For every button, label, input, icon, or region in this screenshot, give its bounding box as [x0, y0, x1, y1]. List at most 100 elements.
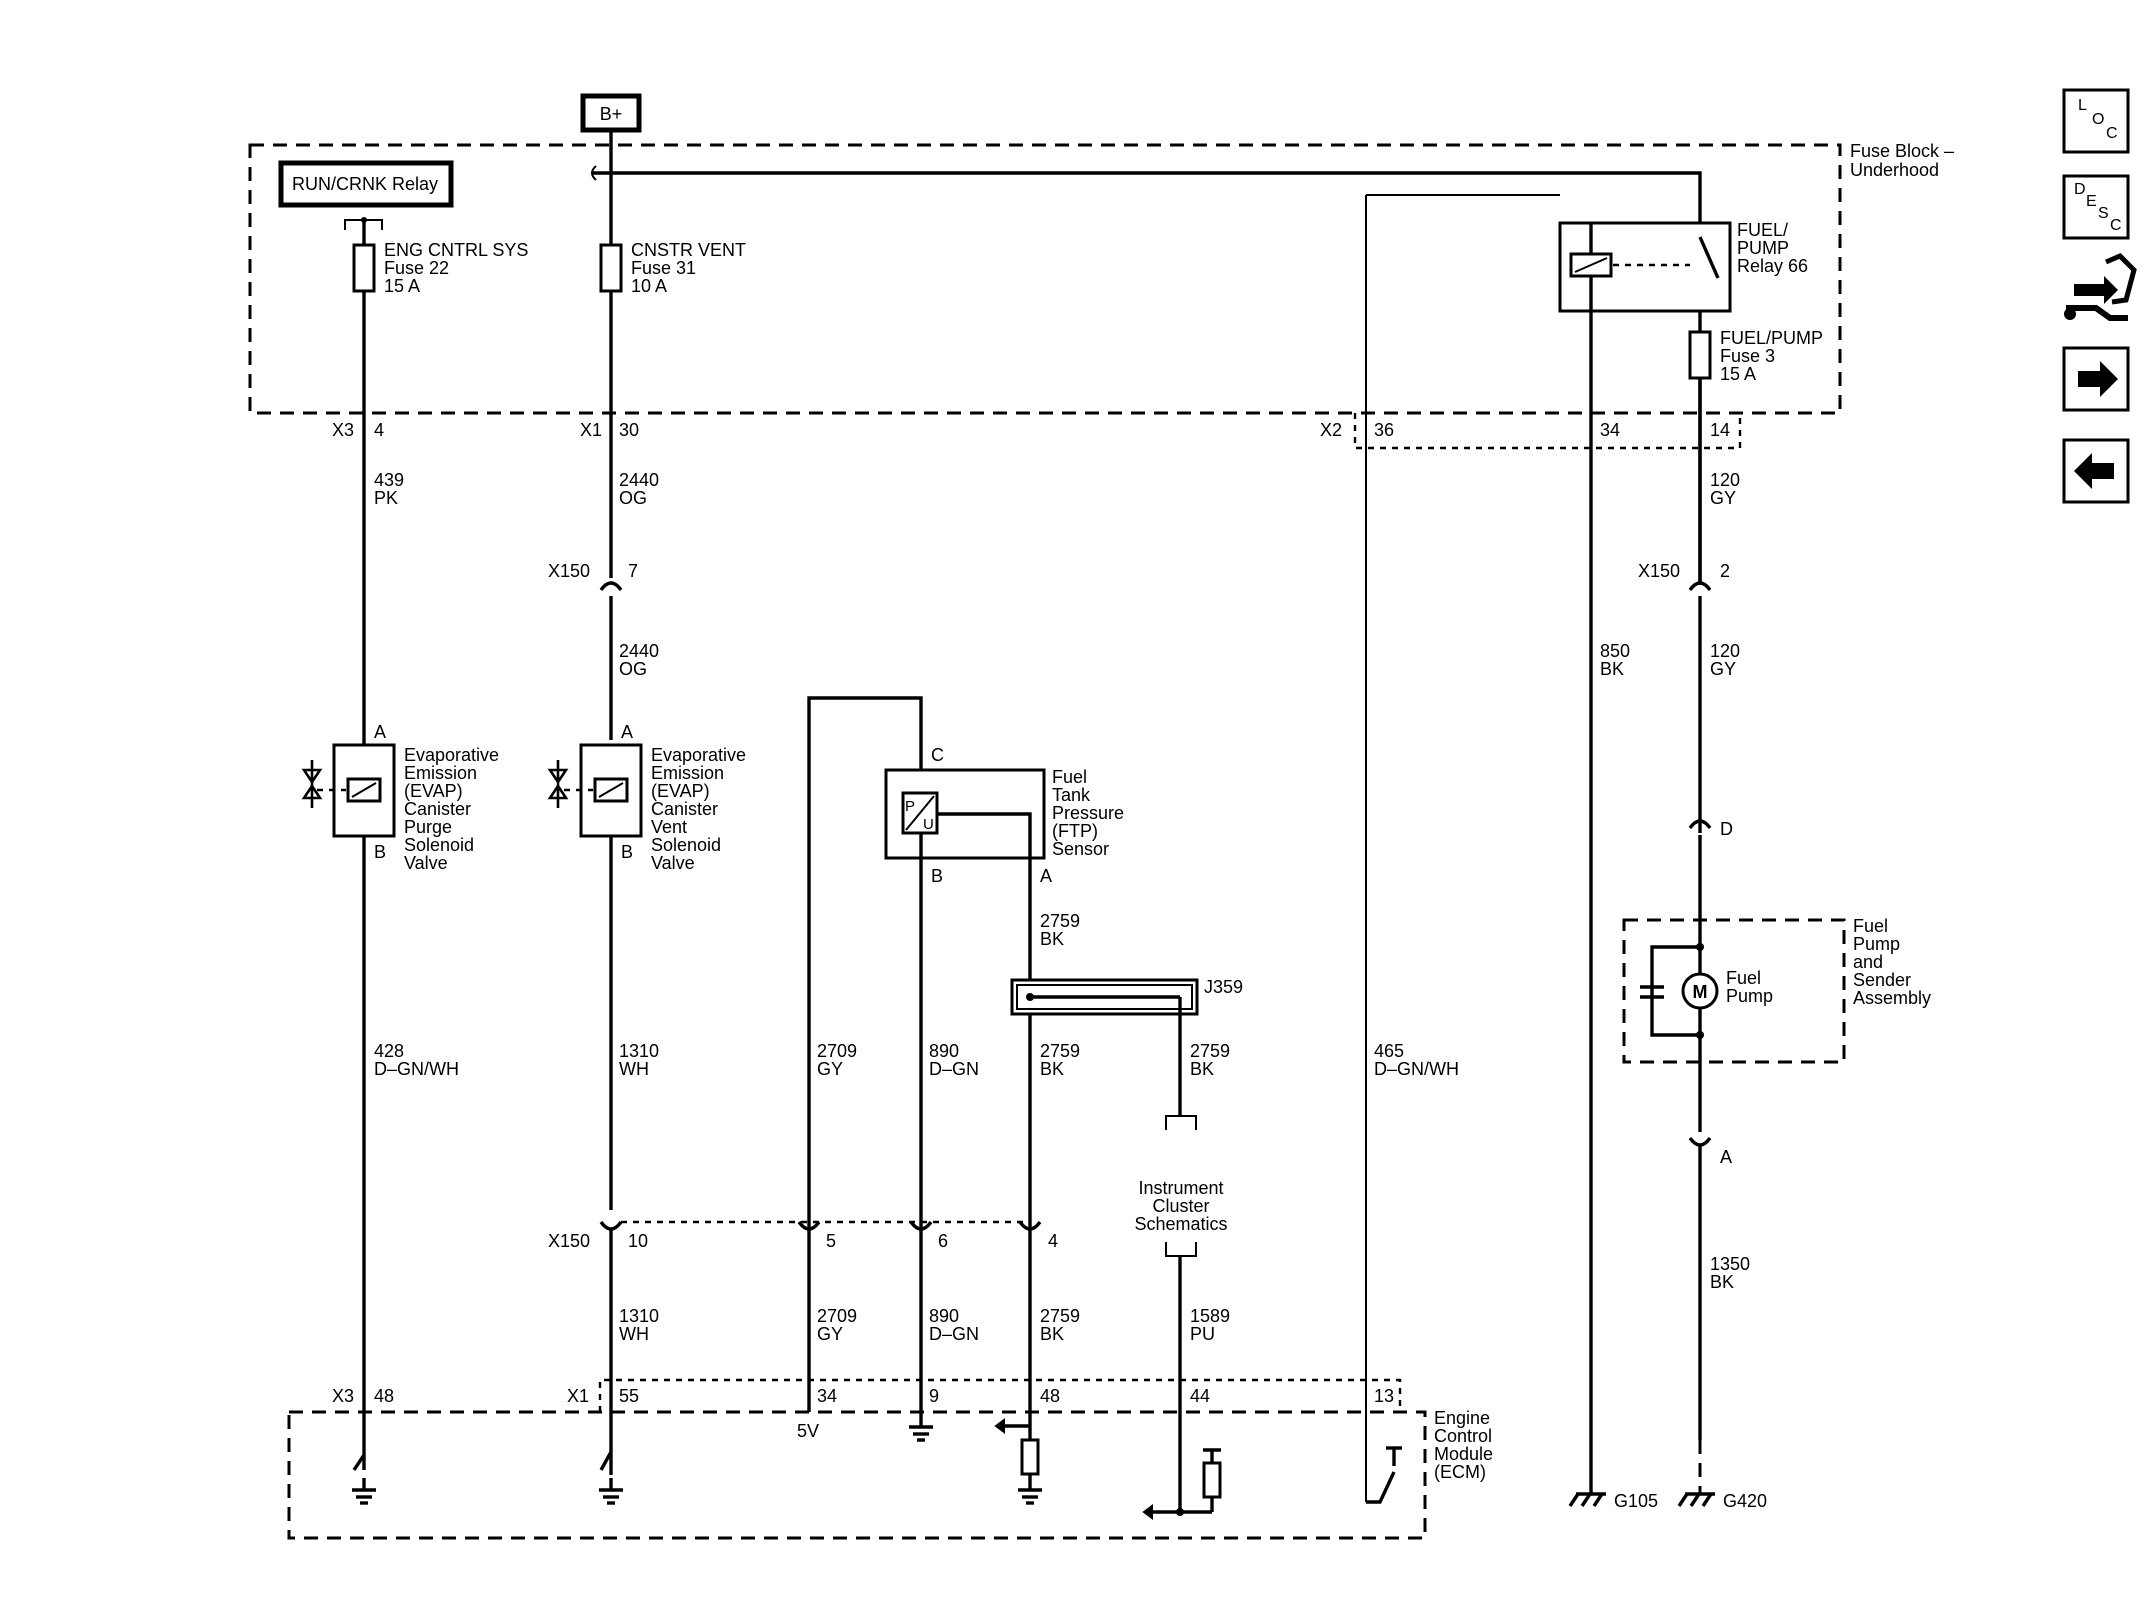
label-diagram-components-cluster-2: Schematics: [1134, 1214, 1227, 1234]
label-diagram-connectors-x150: X150: [548, 1231, 590, 1251]
back-arrow-icon: [2074, 453, 2114, 489]
label-diagram-components-vent_pin_a: A: [621, 722, 633, 742]
label-diagram-wires-w2759cc: BK: [1190, 1059, 1214, 1079]
label-diagram-wires-w2759ac: BK: [1040, 929, 1064, 949]
label-diagram-components-purge-3: Canister: [404, 799, 471, 819]
label-diagram-components-vent-1: Emission: [651, 763, 724, 783]
battery-positive-box: [580, 93, 642, 133]
label-diagram-connectors-x3_pin_top: 4: [374, 420, 384, 440]
fuel-pump-motor: [1681, 972, 1719, 1010]
label-diagram-components-ftp-3: (FTP): [1052, 821, 1098, 841]
label-diagram-wires-w850c: BK: [1600, 659, 1624, 679]
label-diagram-connectors-ecm_pin48: 48: [1040, 1386, 1060, 1406]
label-diagram-wires-w2709a: 2709: [817, 1041, 857, 1061]
label-diagram-components-purge-2: (EVAP): [404, 781, 463, 801]
label-diagram-components-ground_g420: G420: [1723, 1491, 1767, 1511]
fuse-22-number: Fuse 22: [384, 258, 449, 278]
label-diagram-components-vent-5: Solenoid: [651, 835, 721, 855]
label-diagram-connectors-ecm_pin9: 9: [929, 1386, 939, 1406]
label-diagram-connectors-x150_pin6: 6: [938, 1231, 948, 1251]
label-nav-loc-c: C: [2106, 125, 2118, 142]
label-diagram-wires-w890bc: D–GN: [929, 1324, 979, 1344]
fuse-22-symbol: [352, 243, 376, 293]
label-diagram-wires-w2440ac: OG: [619, 488, 647, 508]
forward-arrow-button[interactable]: [2062, 346, 2130, 412]
ecm-label: Engine: [1434, 1408, 1490, 1428]
label-diagram-wires-w120b: 120: [1710, 641, 1740, 661]
label-diagram-components-purge-4: Purge: [404, 817, 452, 837]
connector-icon[interactable]: [2064, 253, 2137, 321]
label-diagram-wires-w890a: 890: [929, 1041, 959, 1061]
label-diagram-wires-w465c: D–GN/WH: [1374, 1059, 1459, 1079]
label-diagram-components-ftp-2: Pressure: [1052, 803, 1124, 823]
fuse-31-label: CNSTR VENT: [631, 240, 746, 260]
label-diagram-wires-w2709b: 2709: [817, 1306, 857, 1326]
label-nav-desc-c: C: [2110, 217, 2122, 234]
label-diagram-connectors-ecm_pin44: 44: [1190, 1386, 1210, 1406]
label-diagram-connectors-pump_pin_d: D: [1720, 819, 1733, 839]
label-diagram-connectors-x150_pin5: 5: [826, 1231, 836, 1251]
fuse-3-symbol: [1688, 330, 1712, 380]
label-diagram-connectors-pin34: 34: [1600, 420, 1620, 440]
label-diagram-wires-w2440a: 2440: [619, 470, 659, 490]
fuse-31-rating: 10 A: [631, 276, 667, 296]
battery-positive-label: B+: [600, 104, 623, 124]
label-diagram-wires-w439: 439: [374, 470, 404, 490]
instrument-cluster-label: Instrument: [1138, 1178, 1223, 1198]
label-diagram-connectors-ecm_pin34: 34: [817, 1386, 837, 1406]
label-diagram-wires-w2759b: 2759: [1040, 1041, 1080, 1061]
label-nav-loc-l: L: [2078, 97, 2087, 114]
label-diagram-components-pump_motor-1: Pump: [1726, 986, 1773, 1006]
label-diagram-components-purge-5: Solenoid: [404, 835, 474, 855]
desc-button[interactable]: D E S C: [2062, 174, 2130, 240]
label-diagram-connectors-x150: X150: [548, 561, 590, 581]
label-diagram-components-vent-2: (EVAP): [651, 781, 710, 801]
label-diagram-wires-w1350: 1350: [1710, 1254, 1750, 1274]
fuse-31-symbol: [599, 243, 623, 293]
label-diagram-components-ecm-3: (ECM): [1434, 1462, 1486, 1482]
label-diagram-components-cluster-1: Cluster: [1152, 1196, 1209, 1216]
label-diagram-wires-w2709ac: GY: [817, 1059, 843, 1079]
forward-arrow-icon: [2078, 361, 2118, 397]
label-diagram-connectors-x150_pin4: 4: [1048, 1231, 1058, 1251]
fuse-3-label: FUEL/PUMP: [1720, 328, 1823, 348]
label-nav-desc-e: E: [2086, 193, 2097, 210]
label-diagram-connectors-x3: X3: [332, 420, 354, 440]
label-diagram-connectors-pin14: 14: [1710, 420, 1730, 440]
label-diagram-components-pump_assembly-3: Sender: [1853, 970, 1911, 990]
label-diagram-wires-w850: 850: [1600, 641, 1630, 661]
label-diagram-components-motor_symbol: M: [1693, 982, 1708, 1002]
label-diagram-components-splice: J359: [1204, 977, 1243, 997]
evap-vent-solenoid-label: Evaporative: [651, 745, 746, 765]
label-diagram-connectors-x150_pin2: 2: [1720, 561, 1730, 581]
label-diagram-components-ftp_symbol_u: U: [923, 816, 934, 833]
back-arrow-button[interactable]: [2062, 438, 2130, 504]
label-diagram-connectors-x2_pin: 36: [1374, 420, 1394, 440]
label-diagram-components-pump_assembly-1: Pump: [1853, 934, 1900, 954]
label-diagram-wires-w1310ac: WH: [619, 1059, 649, 1079]
label-diagram-components-vent_pin_b: B: [621, 842, 633, 862]
label-diagram-wires-w120ac: GY: [1710, 488, 1736, 508]
label-diagram-components-purge_pin_a: A: [374, 722, 386, 742]
fuse-block-boundary: [248, 143, 1842, 415]
label-diagram-components-ftp_symbol_p: P: [905, 798, 915, 815]
label-diagram-wires-w2709bc: GY: [817, 1324, 843, 1344]
label-diagram-components-purge-1: Emission: [404, 763, 477, 783]
loc-button[interactable]: L O C: [2062, 88, 2130, 154]
label-diagram-fuel_pump_relay-line2: PUMP: [1737, 238, 1789, 258]
label-diagram-wires-w1589: 1589: [1190, 1306, 1230, 1326]
fuel-pump-assembly-label: Fuel: [1853, 916, 1888, 936]
label-diagram-wires-w2440b: 2440: [619, 641, 659, 661]
label-diagram-wires-w2759bc: BK: [1040, 1059, 1064, 1079]
label-diagram-wires-w1350c: BK: [1710, 1272, 1734, 1292]
label-diagram-wires-w120a: 120: [1710, 470, 1740, 490]
run-crnk-relay-label: RUN/CRNK Relay: [292, 174, 438, 194]
label-diagram-connectors-x2: X2: [1320, 420, 1342, 440]
label-diagram-connectors-x150_pin10: 10: [628, 1231, 648, 1251]
label-diagram-components-ftp_pin_b: B: [931, 866, 943, 886]
label-diagram-wires-w1310bc: WH: [619, 1324, 649, 1344]
fuse-block-label-2: Underhood: [1850, 160, 1939, 180]
run-crnk-relay-box: [278, 160, 454, 208]
label-diagram-components-purge_pin_b: B: [374, 842, 386, 862]
label-diagram-wires-w2759dc: BK: [1040, 1324, 1064, 1344]
